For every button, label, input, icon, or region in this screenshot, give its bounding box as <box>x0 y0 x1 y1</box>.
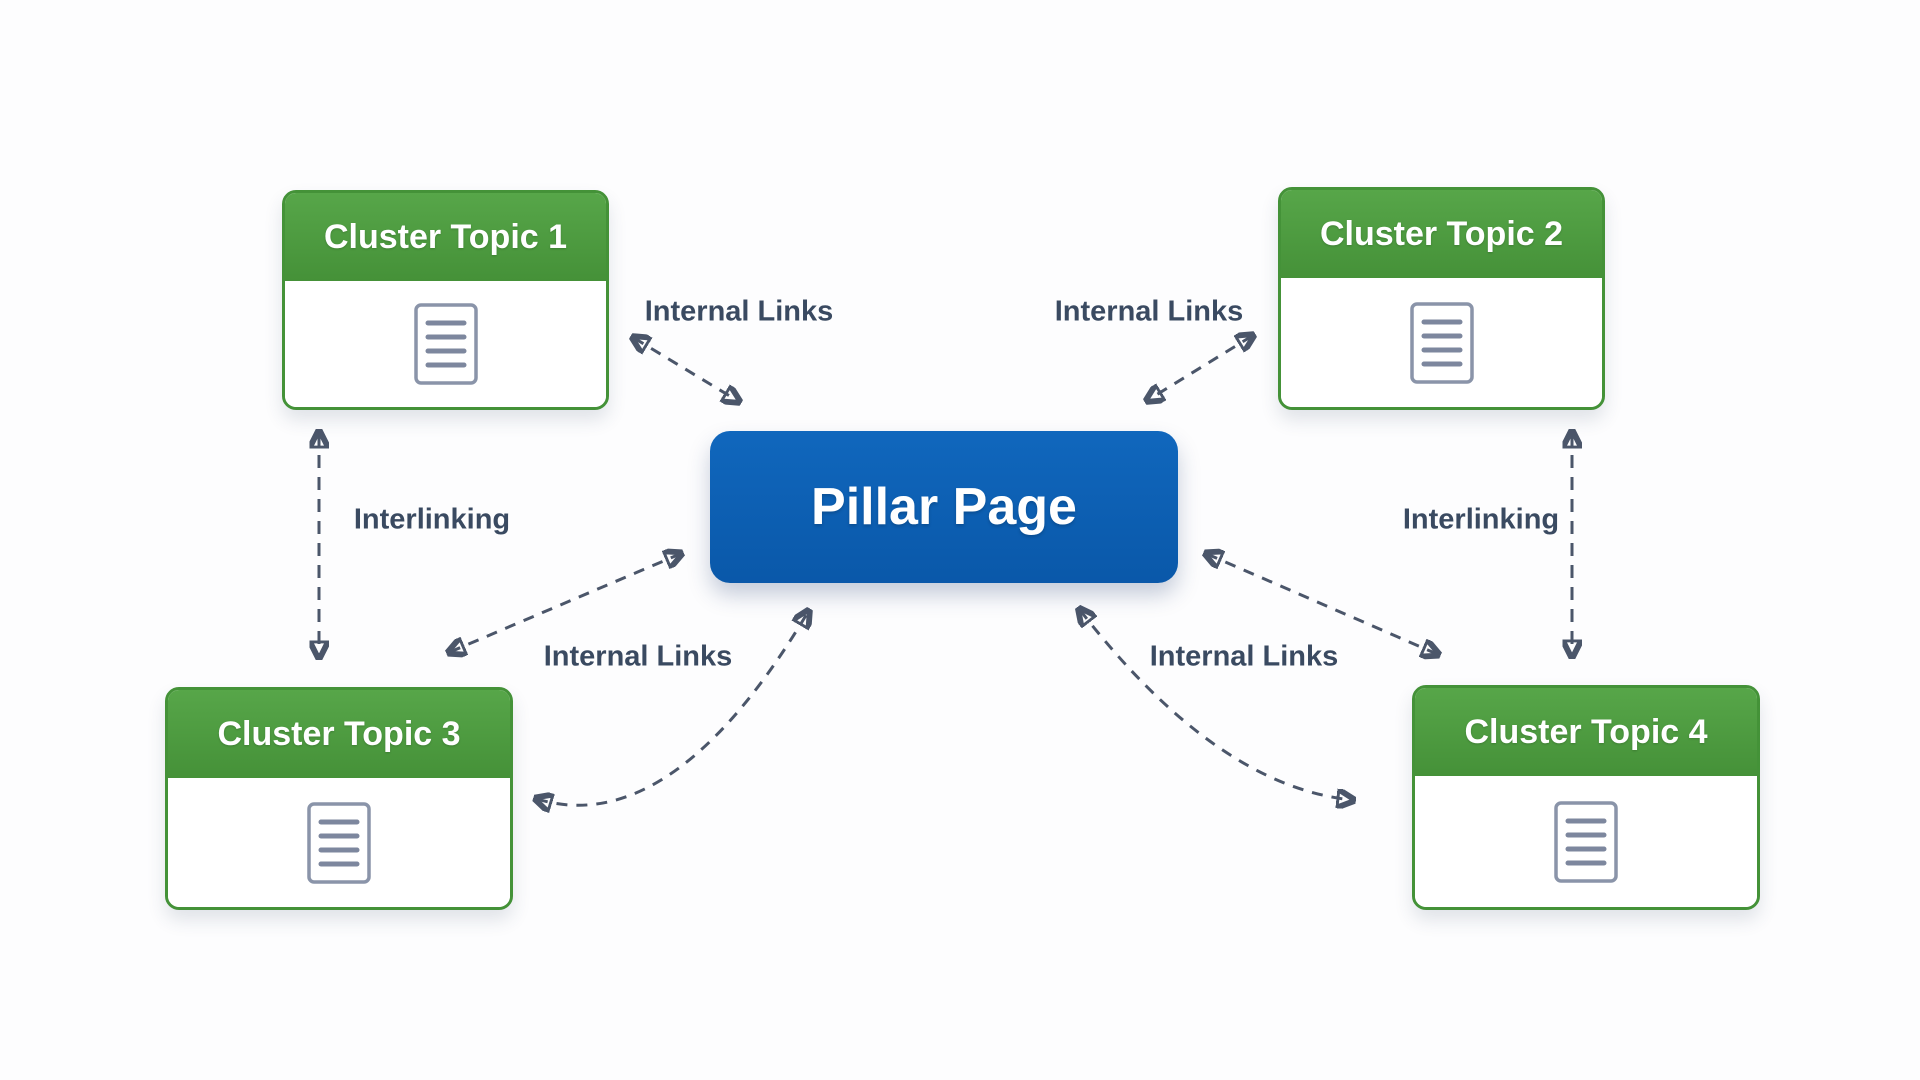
cluster-topic-3-header: Cluster Topic 3 <box>168 690 510 778</box>
internal-links-label-top-right: Internal Links <box>1054 295 1244 328</box>
arrow-cluster3-pillar-lower <box>537 612 808 805</box>
cluster-topic-3-body <box>168 778 510 907</box>
cluster-topic-1-card: Cluster Topic 1 <box>282 190 609 410</box>
cluster-topic-1-header: Cluster Topic 1 <box>285 193 606 281</box>
cluster-topic-4-card: Cluster Topic 4 <box>1412 685 1760 910</box>
document-icon <box>307 801 371 884</box>
internal-links-label-bottom-right: Internal Links <box>1149 640 1339 673</box>
arrow-cluster3-pillar-upper <box>450 554 680 652</box>
cluster-topic-4-body <box>1415 776 1757 907</box>
interlinking-label-left: Interlinking <box>353 503 511 536</box>
internal-links-label-top-left: Internal Links <box>644 295 834 328</box>
arrow-cluster4-pillar-upper <box>1207 554 1437 654</box>
cluster-topic-1-body <box>285 281 606 407</box>
arrow-cluster2-pillar <box>1148 336 1252 400</box>
cluster-topic-3-label: Cluster Topic 3 <box>217 714 461 753</box>
arrow-cluster1-pillar <box>634 338 738 401</box>
cluster-topic-2-header: Cluster Topic 2 <box>1281 190 1602 278</box>
cluster-topic-2-card: Cluster Topic 2 <box>1278 187 1605 410</box>
document-icon <box>413 303 478 385</box>
document-icon <box>1409 301 1474 384</box>
arrow-cluster4-pillar-lower <box>1080 610 1352 800</box>
cluster-topic-3-card: Cluster Topic 3 <box>165 687 513 910</box>
pillar-page-label: Pillar Page <box>811 478 1077 536</box>
cluster-topic-1-label: Cluster Topic 1 <box>323 217 568 256</box>
cluster-topic-4-header: Cluster Topic 4 <box>1415 688 1757 776</box>
internal-links-label-bottom-left: Internal Links <box>543 640 733 673</box>
interlinking-label-right: Interlinking <box>1402 503 1560 536</box>
pillar-page-box: Pillar Page <box>710 431 1178 583</box>
cluster-topic-2-label: Cluster Topic 2 <box>1319 214 1564 253</box>
cluster-topic-4-label: Cluster Topic 4 <box>1464 712 1708 751</box>
cluster-topic-2-body <box>1281 278 1602 407</box>
document-icon <box>1554 800 1618 883</box>
